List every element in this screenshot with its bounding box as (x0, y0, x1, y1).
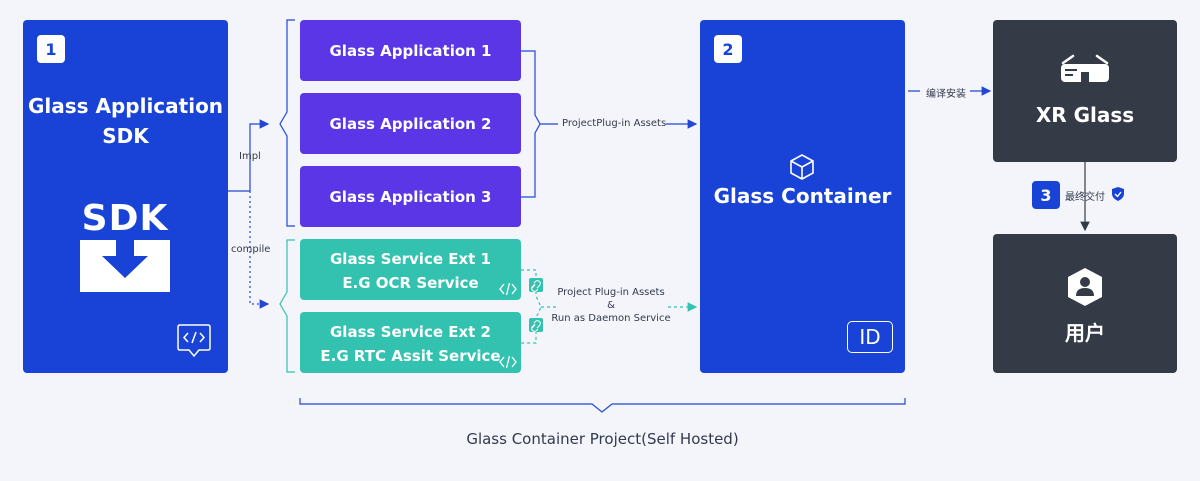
service-1-text: Glass Service Ext 1 E.G OCR Service (300, 247, 521, 295)
application-2-label: Glass Application 2 (329, 114, 492, 133)
sdk-logo: SDK (80, 198, 170, 292)
services-right-bracket (521, 269, 542, 344)
service-assets-line1: Project Plug-in Assets (557, 287, 665, 298)
cube-icon (790, 154, 814, 180)
step-badge-1: 1 (37, 35, 65, 63)
service-2: Glass Service Ext 2 E.G RTC Assit Servic… (300, 312, 521, 373)
apps-left-bracket (279, 19, 295, 227)
xr-glass-box: XR Glass (993, 20, 1177, 162)
application-3-label: Glass Application 3 (329, 187, 492, 206)
step-badge-2: 2 (714, 35, 742, 63)
service-2-line2: E.G RTC Assit Service (320, 347, 501, 365)
service-2-line1: Glass Service Ext 2 (330, 323, 491, 341)
deliver-label: 最终交付 (1065, 192, 1105, 203)
user-icon (1068, 268, 1102, 306)
link-icon (529, 318, 543, 332)
step-badge-3: 3 (1032, 181, 1060, 209)
glasses-icon (1061, 54, 1109, 82)
compile-label: compile (231, 244, 271, 255)
apps-right-bracket (521, 50, 541, 198)
service-1-line1: Glass Service Ext 1 (330, 250, 491, 268)
code-icon (499, 282, 517, 296)
install-label: 编译安装 (926, 89, 966, 100)
application-2: Glass Application 2 (300, 93, 521, 154)
service-assets-line2: & (607, 300, 615, 311)
service-1: Glass Service Ext 1 E.G OCR Service (300, 239, 521, 300)
app-assets-label: ProjectPlug-in Assets (562, 118, 667, 129)
application-3: Glass Application 3 (300, 166, 521, 227)
container-title: Glass Container (713, 184, 892, 208)
sdk-title-line1: Glass Application (27, 94, 224, 118)
download-icon (80, 236, 170, 292)
application-1: Glass Application 1 (300, 20, 521, 81)
glass-container-box: 2 Glass Container ID (700, 20, 905, 373)
link-icon (529, 278, 543, 292)
code-icon (499, 355, 517, 369)
service-1-line2: E.G OCR Service (342, 274, 479, 292)
sdk-title-line2: SDK (102, 124, 149, 148)
xr-glass-title: XR Glass (1035, 103, 1135, 127)
service-2-text: Glass Service Ext 2 E.G RTC Assit Servic… (300, 320, 521, 368)
service-assets-label: Project Plug-in Assets & Run as Daemon S… (548, 286, 674, 325)
sdk-box: 1 Glass Application SDK SDK (23, 20, 228, 373)
project-label: Glass Container Project(Self Hosted) (466, 430, 739, 448)
impl-connector (228, 119, 270, 192)
application-1-label: Glass Application 1 (329, 41, 492, 60)
sdk-logo-text: SDK (81, 198, 169, 239)
project-brace (299, 398, 906, 413)
user-box: 用户 (993, 234, 1177, 373)
shield-check-icon (1112, 187, 1124, 201)
code-bubble-icon (177, 324, 211, 358)
service-assets-line3: Run as Daemon Service (551, 313, 671, 324)
impl-label: Impl (239, 151, 261, 162)
id-badge: ID (847, 321, 893, 353)
user-title: 用户 (1065, 321, 1105, 345)
compile-connector (249, 191, 270, 309)
services-left-bracket (279, 239, 295, 373)
